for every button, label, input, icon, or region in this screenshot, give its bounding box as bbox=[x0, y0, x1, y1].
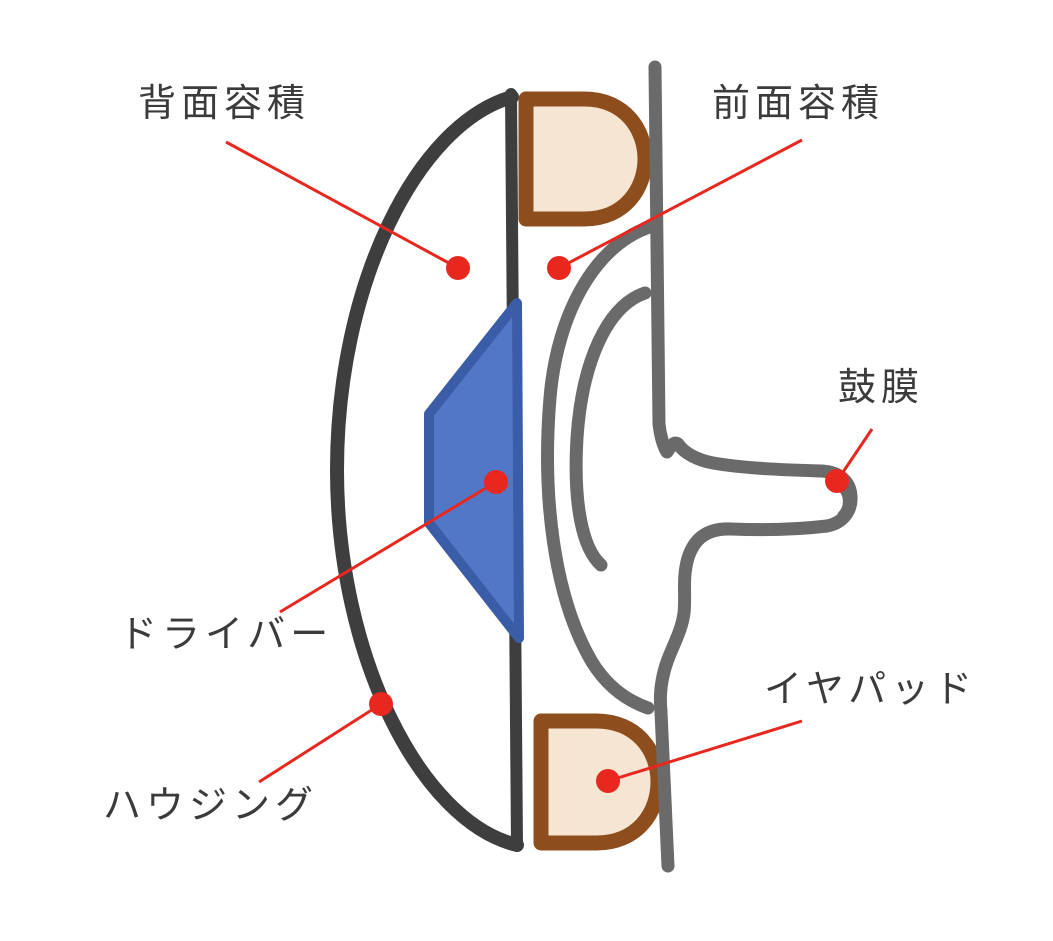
driver-diaphragm bbox=[424, 298, 524, 643]
label-driver: ドライバー bbox=[119, 614, 334, 656]
ear-inner-helix bbox=[569, 286, 652, 572]
label-back-volume: 背面容積 bbox=[138, 83, 311, 125]
anchor-dot-housing bbox=[369, 692, 393, 716]
earpad-top bbox=[518, 91, 653, 227]
head-line-and-ear-canal bbox=[648, 60, 858, 873]
leader-line-front-volume bbox=[558, 138, 803, 270]
anchor-dot-driver bbox=[484, 470, 508, 494]
label-housing: ハウジング bbox=[103, 785, 319, 827]
anchor-dot-front-volume bbox=[547, 256, 571, 280]
anchor-dot-eardrum bbox=[825, 469, 849, 493]
label-eardrum: 鼓膜 bbox=[838, 367, 925, 409]
leader-line-back-volume bbox=[225, 140, 459, 270]
anchor-dot-earpad bbox=[596, 769, 620, 793]
eardrum-membrane-curl bbox=[837, 484, 852, 520]
housing-shell-arc bbox=[329, 90, 524, 852]
label-front-volume: 前面容積 bbox=[712, 83, 885, 125]
label-earpad: イヤパッド bbox=[764, 669, 978, 711]
leader-line-earpad bbox=[607, 719, 803, 783]
leader-line-housing bbox=[258, 702, 382, 784]
ear-outer-helix bbox=[541, 219, 660, 715]
anchor-dot-back-volume bbox=[446, 256, 470, 280]
leader-line-driver bbox=[279, 480, 497, 614]
